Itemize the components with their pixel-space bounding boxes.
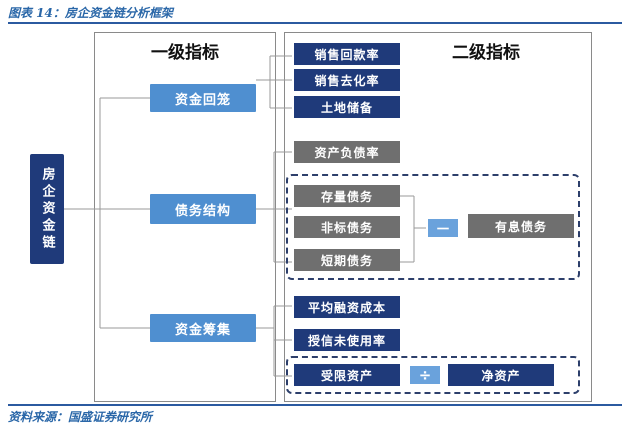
level1-heading: 一级指标 [151, 43, 219, 63]
operator-divide-icon: ÷ [410, 366, 440, 384]
indicator-existing-debt: 存量债务 [294, 185, 400, 207]
indicator-average-financing-cost: 平均融资成本 [294, 296, 400, 318]
level1-debt-structure: 债务结构 [150, 194, 256, 224]
bottom-rule [8, 404, 622, 406]
source-note: 资料来源：国盛证券研究所 [8, 410, 153, 424]
level1-fund-raising: 资金筹集 [150, 314, 256, 342]
interest-bearing-debt-group [286, 174, 580, 280]
indicator-unused-credit-rate: 授信未使用率 [294, 329, 400, 351]
indicator-sales-collection-rate: 销售回款率 [294, 43, 400, 65]
indicator-asset-liability-ratio: 资产负债率 [294, 141, 400, 163]
operator-minus-icon: － [428, 219, 458, 238]
indicator-non-standard-debt: 非标债务 [294, 216, 400, 238]
indicator-interest-bearing-debt: 有息债务 [468, 214, 574, 238]
indicator-restricted-assets: 受限资产 [294, 364, 400, 386]
figure-caption: 图表 14：房企资金链分析框架 [8, 6, 173, 20]
level2-heading: 二级指标 [452, 43, 520, 63]
indicator-short-term-debt: 短期债务 [294, 249, 400, 271]
indicator-net-assets: 净资产 [448, 364, 554, 386]
indicator-sales-absorption-rate: 销售去化率 [294, 69, 400, 91]
top-rule [8, 22, 622, 24]
root-node-real-estate-funding-chain: 房企资金链 [30, 154, 64, 264]
indicator-land-reserve: 土地储备 [294, 96, 400, 118]
restricted-asset-ratio-group [286, 356, 580, 394]
level1-capital-recovery: 资金回笼 [150, 84, 256, 112]
